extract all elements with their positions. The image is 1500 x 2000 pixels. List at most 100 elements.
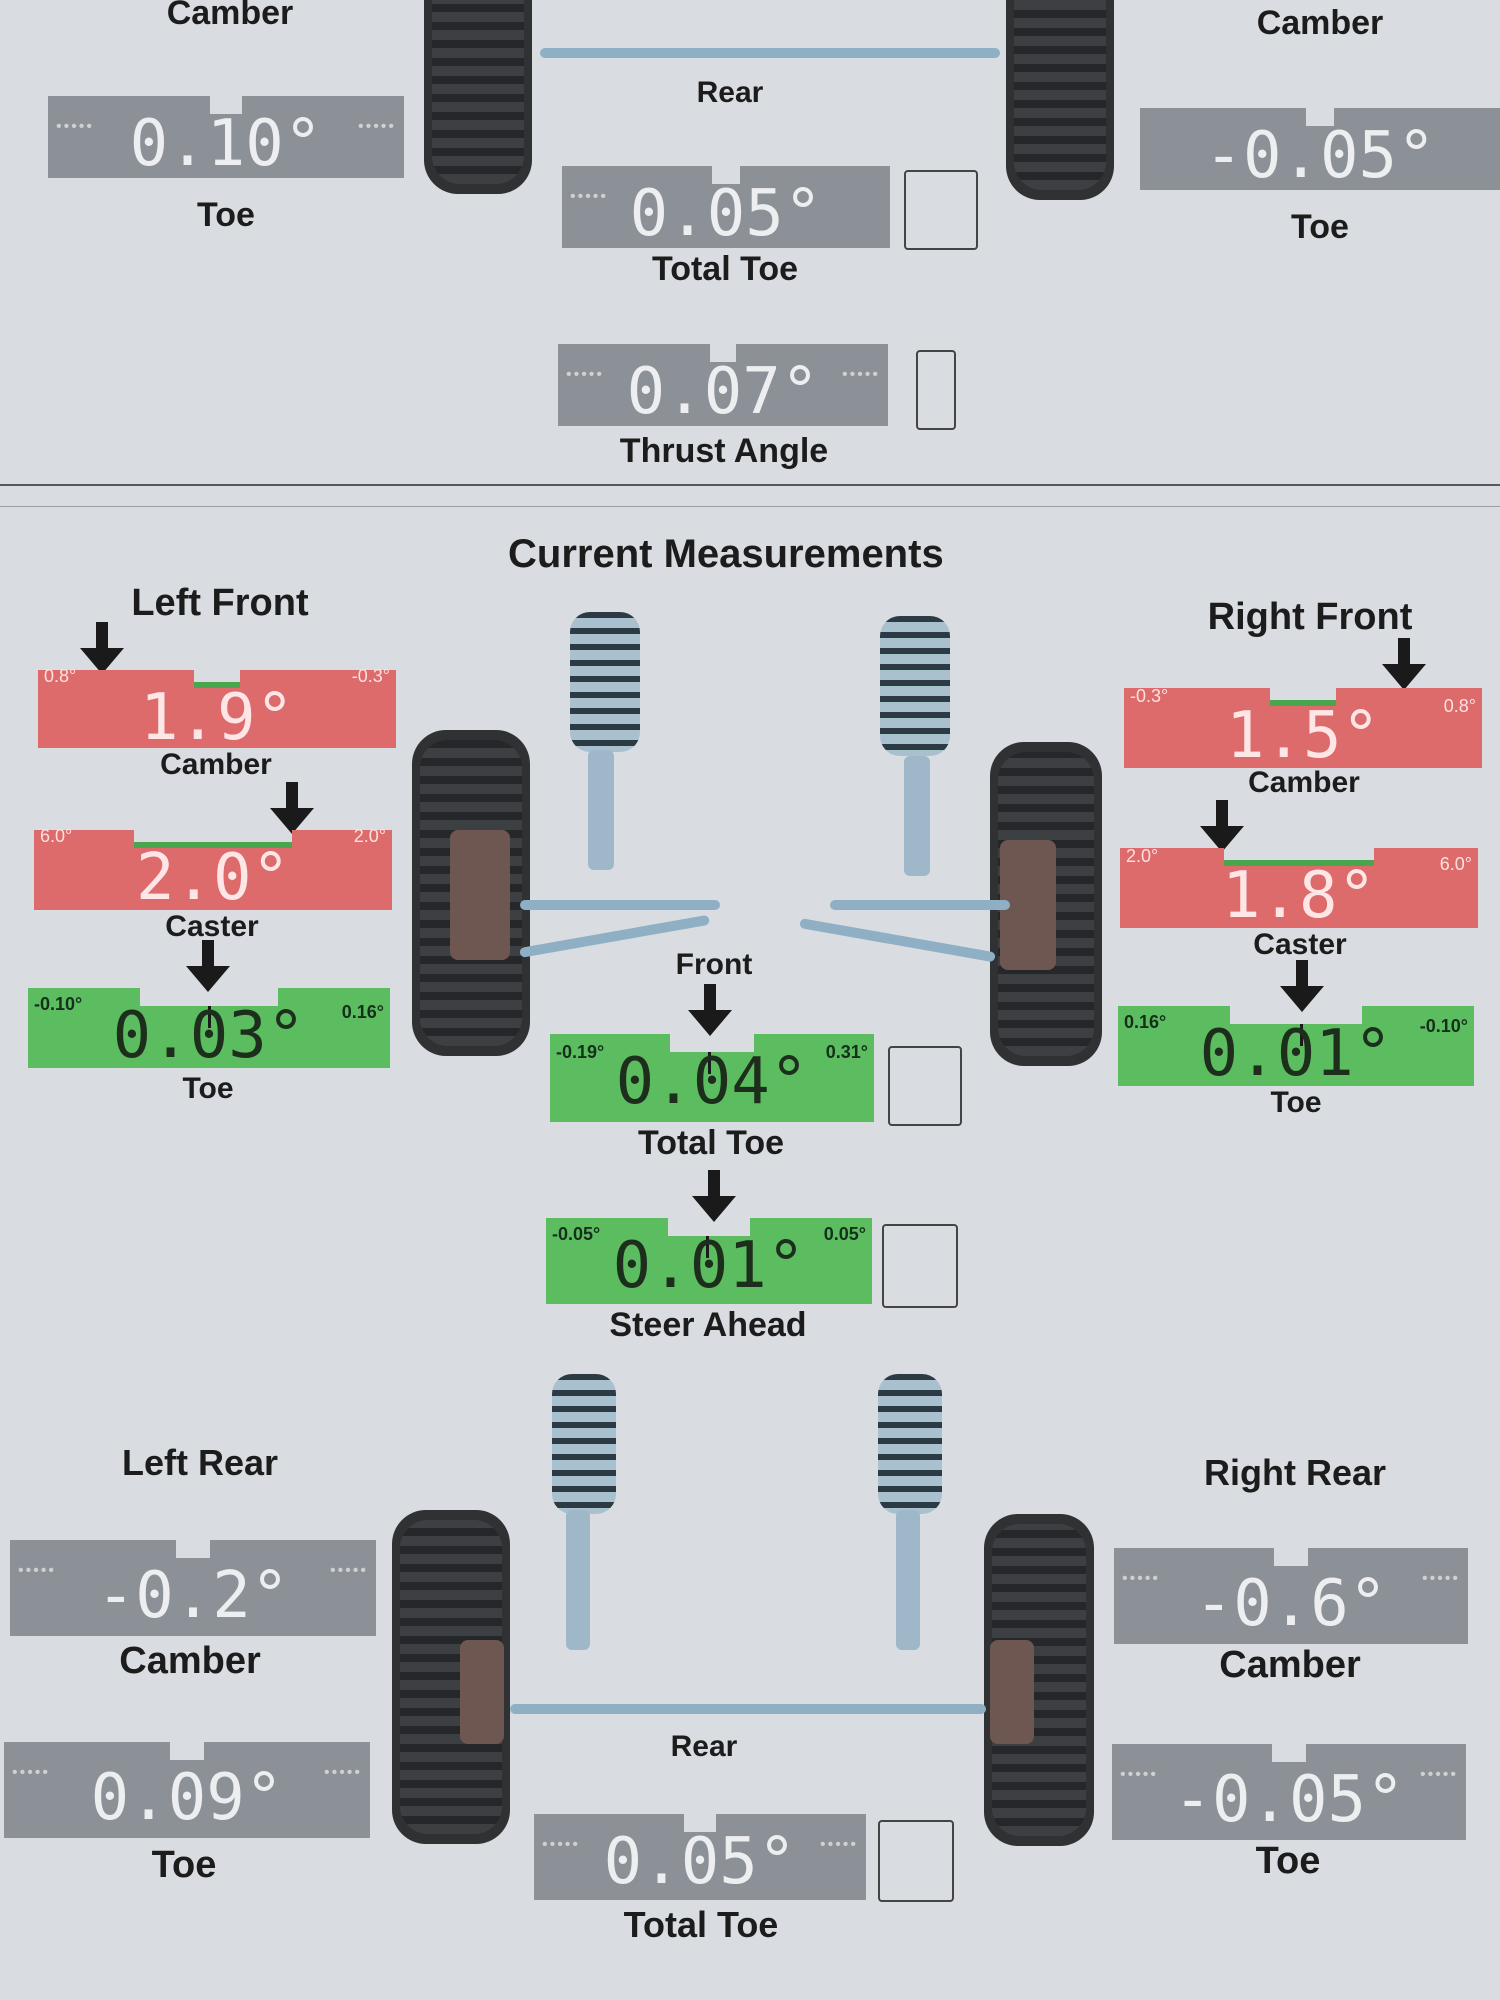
left-front-camber-value: 1.9°: [139, 681, 295, 755]
right-front-caster-gauge: 2.0° 6.0° 1.8°: [1120, 846, 1478, 933]
right-front-camber-min: -0.3°: [1130, 686, 1169, 706]
front-total-toe-min: -0.19°: [556, 1042, 605, 1062]
top-left-rear-tire: [424, 0, 532, 194]
front-total-toe-max: 0.31°: [825, 1042, 868, 1062]
left-rear-toe-label: Toe: [151, 1844, 217, 1886]
rear-total-toe-value: 0.05°: [603, 1825, 797, 1899]
left-front-camber-max: -0.3°: [351, 666, 390, 686]
right-front-caster-min: 2.0°: [1126, 846, 1159, 866]
steer-ahead-icon: [882, 1224, 958, 1308]
right-rear-toe-gauge: •••••••••• -0.05°: [1112, 1744, 1466, 1840]
rear-right-hub: [990, 1640, 1034, 1744]
thrust-angle-value: 0.07°: [626, 355, 820, 429]
steer-ahead-label: Steer Ahead: [609, 1306, 807, 1344]
rear-total-toe-gauge: •••••••••• 0.05°: [534, 1814, 866, 1900]
steer-ahead-indicator-arrow: [692, 1170, 736, 1222]
right-front-toe-indicator-arrow: [1280, 960, 1324, 1012]
top-total-toe-label: Total Toe: [651, 250, 799, 288]
left-front-camber-label: Camber: [160, 748, 272, 781]
right-front-caster-label: Caster: [1253, 928, 1347, 961]
left-front-camber-gauge: 0.8° -0.3° 1.9°: [38, 666, 396, 755]
left-front-camber-indicator-arrow: [80, 622, 124, 674]
top-total-toe-value: 0.05°: [629, 177, 823, 251]
rear-right-strut: [896, 1510, 920, 1650]
rear-left-strut: [566, 1510, 590, 1650]
left-front-toe-max: 0.16°: [341, 1002, 384, 1022]
right-rear-toe-label: Toe: [1255, 1840, 1321, 1882]
panel-divider-2: [0, 506, 1500, 507]
front-total-toe-indicator-arrow: [688, 984, 732, 1036]
top-right-camber-label: Camber: [1256, 4, 1384, 42]
top-left-toe-label: Toe: [197, 196, 255, 234]
front-left-spring: [570, 612, 640, 752]
rear-left-spring: [552, 1374, 616, 1514]
left-front-caster-value: 2.0°: [135, 841, 291, 915]
left-front-toe-indicator-arrow: [186, 940, 230, 992]
right-rear-title: Right Rear: [1203, 1452, 1387, 1493]
right-rear-camber-value: -0.6°: [1194, 1567, 1388, 1641]
right-front-toe-max: -0.10°: [1419, 1016, 1468, 1036]
left-rear-toe-value: 0.09°: [90, 1761, 284, 1835]
thrust-angle-gauge: •••••••••• 0.07°: [558, 344, 888, 429]
top-rear-axle-bar: [540, 48, 1000, 58]
left-front-caster-indicator-arrow: [270, 782, 314, 834]
front-right-control-arm: [830, 900, 1010, 910]
left-front-title: Left Front: [131, 582, 309, 624]
right-rear-camber-gauge: •••••••••• -0.6°: [1114, 1548, 1468, 1644]
front-total-toe-value: 0.04°: [615, 1045, 809, 1119]
left-rear-camber-value: -0.2°: [96, 1559, 290, 1633]
left-front-toe-gauge: -0.10° 0.16° 0.03°: [28, 988, 390, 1073]
right-front-camber-max: 0.8°: [1443, 696, 1476, 716]
front-right-lower-arm: [799, 918, 996, 963]
left-front-caster-label: Caster: [165, 910, 259, 943]
front-label: Front: [675, 948, 753, 981]
steer-ahead-max: 0.05°: [823, 1224, 866, 1244]
right-rear-camber-label: Camber: [1219, 1644, 1361, 1686]
rear-label: Rear: [670, 1730, 738, 1763]
front-left-hub: [450, 830, 510, 960]
left-front-caster-max: 2.0°: [353, 826, 386, 846]
total-toe-icon: [904, 170, 978, 250]
front-left-strut: [588, 750, 614, 870]
top-left-toe-gauge: •••••••••• 0.10°: [48, 96, 404, 181]
thrust-angle-icon: [916, 350, 956, 430]
right-front-caster-max: 6.0°: [1439, 854, 1472, 874]
steer-ahead-min: -0.05°: [552, 1224, 601, 1244]
left-front-camber-min: 0.8°: [44, 666, 77, 686]
rear-total-toe-label: Total Toe: [623, 1904, 779, 1945]
top-right-rear-tire: [1006, 0, 1114, 200]
top-right-toe-value: -0.05°: [1204, 119, 1436, 193]
right-rear-toe-value: -0.05°: [1173, 1763, 1405, 1837]
rear-left-hub: [460, 1640, 504, 1744]
left-rear-toe-gauge: •••••••••• 0.09°: [4, 1742, 370, 1838]
front-total-toe-gauge: -0.19° 0.31° 0.04°: [550, 1034, 874, 1122]
thrust-angle-label: Thrust Angle: [619, 432, 829, 470]
right-front-toe-label: Toe: [1270, 1086, 1322, 1119]
top-total-toe-gauge: ••••• 0.05°: [562, 166, 890, 251]
top-right-toe-gauge: -0.05°: [1140, 108, 1500, 193]
right-front-camber-value: 1.5°: [1225, 699, 1381, 773]
right-front-caster-value: 1.8°: [1221, 859, 1377, 933]
front-total-toe-label: Total Toe: [637, 1124, 785, 1162]
right-front-toe-gauge: 0.16° -0.10° 0.01°: [1118, 1006, 1474, 1091]
steer-ahead-gauge: -0.05° 0.05° 0.01°: [546, 1218, 872, 1304]
right-front-title: Right Front: [1207, 596, 1413, 638]
top-rear-label: Rear: [696, 76, 764, 109]
left-rear-camber-label: Camber: [119, 1640, 261, 1682]
rear-total-toe-icon: [878, 1820, 954, 1902]
current-measurements-title: Current Measurements: [508, 532, 944, 576]
rear-right-spring: [878, 1374, 942, 1514]
left-front-caster-min: 6.0°: [40, 826, 73, 846]
left-front-toe-value: 0.03°: [112, 999, 306, 1073]
right-front-camber-label: Camber: [1248, 766, 1360, 799]
left-rear-title: Left Rear: [121, 1442, 279, 1483]
left-front-caster-gauge: 6.0° 2.0° 2.0°: [34, 826, 392, 915]
right-front-caster-indicator-arrow: [1200, 800, 1244, 852]
top-right-toe-label: Toe: [1291, 208, 1349, 246]
left-rear-camber-gauge: •••••••••• -0.2°: [10, 1540, 376, 1636]
top-left-camber-label: Camber: [166, 0, 294, 32]
right-front-toe-min: 0.16°: [1124, 1012, 1167, 1032]
right-front-toe-value: 0.01°: [1199, 1017, 1393, 1091]
front-right-spring: [880, 616, 950, 756]
panel-divider: [0, 484, 1500, 486]
